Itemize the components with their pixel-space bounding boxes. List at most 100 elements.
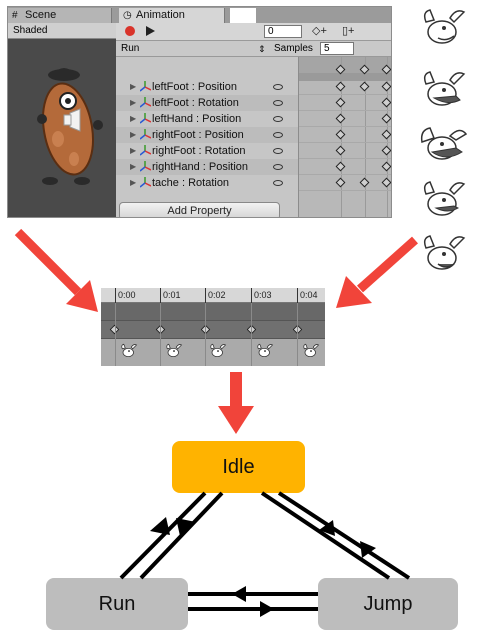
timeline-tick-label: 0:00 xyxy=(115,288,136,303)
samples-label: Samples xyxy=(274,43,313,54)
transform-axis-icon xyxy=(140,81,151,92)
bull-thumbnail xyxy=(166,343,183,357)
expand-triangle-icon[interactable]: ▶ xyxy=(130,82,137,91)
transform-axis-icon xyxy=(140,177,151,188)
samples-input[interactable]: 5 xyxy=(320,42,354,55)
curve-toggle-icon[interactable] xyxy=(273,116,283,122)
tab-animation[interactable]: ◷Animation xyxy=(119,8,225,23)
dopesheet-row xyxy=(299,143,391,159)
timeline-keyframe-row xyxy=(101,321,325,339)
dropdown-arrow-icon: ⇕ xyxy=(258,44,266,54)
expand-triangle-icon[interactable]: ▶ xyxy=(130,114,137,123)
property-row[interactable]: ▶ leftFoot : Position xyxy=(116,79,298,95)
state-idle-label: Idle xyxy=(222,455,255,478)
keyframe-diamond[interactable] xyxy=(359,177,370,188)
tab-blank-area xyxy=(230,8,256,23)
transform-axis-icon xyxy=(140,129,151,140)
add-event-icon[interactable]: ▯+ xyxy=(342,25,355,37)
keyframe-diamond[interactable] xyxy=(381,81,391,92)
property-row[interactable]: ▶ rightHand : Position xyxy=(116,159,298,175)
state-run-label: Run xyxy=(98,592,136,615)
frame-input[interactable]: 0 xyxy=(264,25,302,38)
clip-selector-row: Run ⇕ Samples 5 xyxy=(116,41,391,57)
state-idle[interactable]: Idle xyxy=(172,441,305,493)
expand-triangle-icon[interactable]: ▶ xyxy=(130,146,137,155)
property-row[interactable]: ▶ tache : Rotation xyxy=(116,175,298,191)
dopesheet-row xyxy=(299,159,391,175)
keyframe-diamond[interactable] xyxy=(335,97,346,108)
keyframe-diamond[interactable] xyxy=(381,97,391,108)
timeline-gridline xyxy=(205,303,206,366)
bull-thumbnail xyxy=(121,343,138,357)
grid-icon: # xyxy=(12,10,18,21)
expand-triangle-icon[interactable]: ▶ xyxy=(130,162,137,171)
timeline-gridline xyxy=(297,303,298,366)
property-row[interactable]: ▶leftHand : Position xyxy=(116,111,298,127)
scene-toolbar: Shaded xyxy=(8,23,116,39)
keyframe-diamond[interactable] xyxy=(381,129,391,140)
record-button[interactable] xyxy=(125,26,135,36)
property-name: tache : Rotation xyxy=(152,177,230,189)
add-property-button[interactable]: Add Property xyxy=(119,202,280,217)
play-button[interactable] xyxy=(146,26,155,36)
keyframe-diamond[interactable] xyxy=(381,113,391,124)
dopesheet-row xyxy=(299,95,391,111)
tab-scene[interactable]: # Scene xyxy=(8,8,112,23)
clip-dropdown[interactable]: Run xyxy=(121,43,140,54)
keyframe-diamond[interactable] xyxy=(335,161,346,172)
add-keyframe-icon[interactable]: ◇+ xyxy=(312,25,327,37)
sprite-timeline[interactable]: 0:00 0:01 0:02 0:03 0:04 xyxy=(101,288,325,366)
expand-triangle-icon[interactable]: ▶ xyxy=(130,98,137,107)
transform-axis-icon xyxy=(140,113,151,124)
expand-triangle-icon[interactable]: ▶ xyxy=(130,178,137,187)
keyframe-diamond[interactable] xyxy=(335,81,346,92)
bull-sprite-frame xyxy=(420,127,468,160)
timeline-summary-row xyxy=(101,303,325,321)
scene-view[interactable] xyxy=(8,39,116,217)
keyframe-diamond[interactable] xyxy=(359,81,370,92)
timeline-gridline xyxy=(115,303,116,366)
tab-animation-label: Animation xyxy=(136,9,185,21)
transform-axis-icon xyxy=(140,161,151,172)
keyframe-diamond[interactable] xyxy=(381,161,391,172)
keyframe-diamond[interactable] xyxy=(335,129,346,140)
editor-tab-bar: # Scene ◷Animation xyxy=(8,7,391,23)
property-name: leftFoot : Rotation xyxy=(152,97,239,109)
keyframe-diamond[interactable] xyxy=(335,177,346,188)
keyframe-diamond[interactable] xyxy=(381,145,391,156)
property-name: leftFoot : Position xyxy=(152,81,237,93)
keyframe-diamond[interactable] xyxy=(335,145,346,156)
property-name: rightHand : Position xyxy=(152,161,248,173)
timeline-tick-label: 0:04 xyxy=(297,288,318,303)
keyframe-diamond[interactable] xyxy=(381,177,391,188)
dopesheet-row xyxy=(299,175,391,191)
timeline-tick-label: 0:01 xyxy=(160,288,181,303)
dopesheet-row xyxy=(299,111,391,127)
animation-toolbar: 0 ◇+ ▯+ xyxy=(116,23,391,41)
curve-toggle-icon[interactable] xyxy=(273,132,283,138)
curve-toggle-icon[interactable] xyxy=(273,100,283,106)
shading-mode-dropdown[interactable]: Shaded xyxy=(13,25,48,36)
transform-axis-icon xyxy=(140,97,151,108)
state-run[interactable]: Run xyxy=(46,578,188,630)
keyframe-diamond[interactable] xyxy=(335,113,346,124)
state-jump[interactable]: Jump xyxy=(318,578,458,630)
timeline-gridline xyxy=(251,303,252,366)
dopesheet[interactable] xyxy=(298,57,391,217)
red-arrow-down xyxy=(218,372,254,434)
property-row[interactable]: ▶rightFoot : Position xyxy=(116,127,298,143)
curve-toggle-icon[interactable] xyxy=(273,164,283,170)
tab-scene-label: Scene xyxy=(25,9,57,21)
dopesheet-row xyxy=(299,127,391,143)
unity-editor-panel: # Scene ◷Animation Shaded xyxy=(7,6,392,218)
expand-triangle-icon[interactable]: ▶ xyxy=(130,130,137,139)
curve-toggle-icon[interactable] xyxy=(273,84,283,90)
curve-toggle-icon[interactable] xyxy=(273,148,283,154)
property-row[interactable]: ▶rightFoot : Rotation xyxy=(116,143,298,159)
bull-sprite-frame xyxy=(423,9,466,44)
bull-sprite-frame xyxy=(423,235,466,270)
dopesheet-gridline xyxy=(365,57,366,217)
property-row[interactable]: ▶ leftFoot : Rotation xyxy=(116,95,298,111)
curve-toggle-icon[interactable] xyxy=(273,180,283,186)
bull-thumbnail xyxy=(257,343,274,357)
